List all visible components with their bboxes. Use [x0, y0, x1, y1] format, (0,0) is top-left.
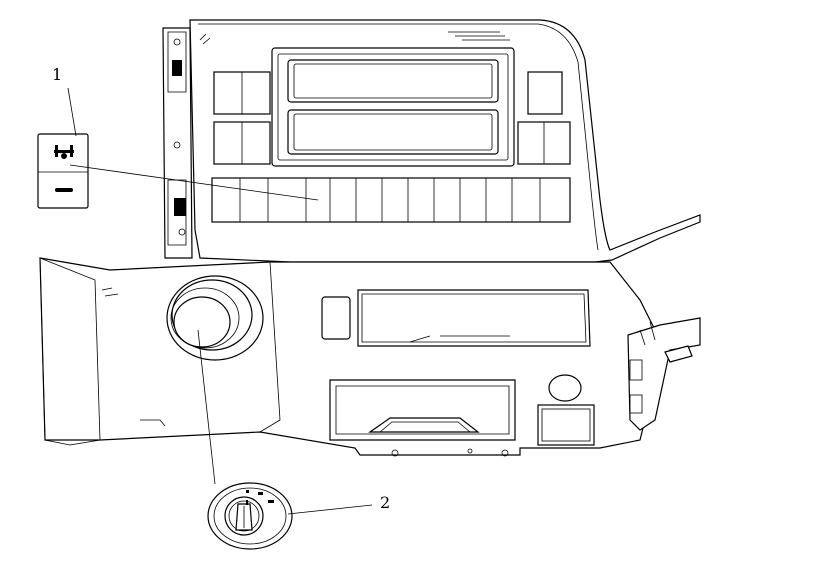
upper-instrument-panel: [162, 19, 701, 263]
callout-2-pointer: [197, 329, 216, 485]
lift-axle-icon: [54, 145, 74, 159]
switch-row-dividers: [239, 178, 541, 222]
rotary-switch-detail: [207, 482, 293, 550]
callout-1-label: 1: [52, 65, 62, 84]
rocker-switch-detail: [37, 133, 89, 209]
lower-dash-panel: [39, 257, 701, 457]
rotary-scale-icon: [246, 490, 274, 505]
callout-1-pointer: [69, 164, 319, 201]
callout-2-label: 2: [380, 493, 390, 512]
callout-2-leader: [287, 504, 373, 515]
callout-1-leader: [67, 87, 77, 137]
